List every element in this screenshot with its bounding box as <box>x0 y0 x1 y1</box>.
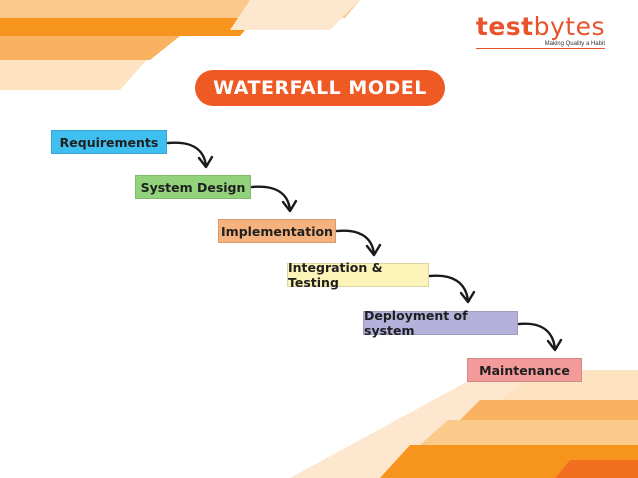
testbytes-logo: testbytes Making Quality a Habit <box>475 12 605 49</box>
step-deployment: Deployment of system <box>363 308 518 338</box>
step-implementation: Implementation <box>218 219 336 243</box>
step-label: System Design <box>140 179 246 195</box>
logo-word-bytes: bytes <box>533 12 605 41</box>
step-maintenance: Maintenance <box>467 358 582 382</box>
arrow-icon <box>517 322 563 352</box>
logo-word-test: test <box>475 12 534 41</box>
logo-underline <box>475 48 605 49</box>
arrow-icon <box>250 185 298 213</box>
step-label: Implementation <box>221 223 333 239</box>
logo-wordmark: testbytes <box>476 12 605 42</box>
step-label: Deployment of system <box>364 308 468 338</box>
step-system-design: System Design <box>135 175 251 199</box>
step-label: Integration & Testing <box>288 260 383 290</box>
step-label: Requirements <box>59 134 159 150</box>
arrow-icon <box>335 229 382 257</box>
arrow-icon <box>166 141 214 169</box>
step-label: Maintenance <box>479 362 570 378</box>
diagram-title: WATERFALL MODEL <box>195 70 445 106</box>
logo-tagline: Making Quality a Habit <box>544 41 605 47</box>
arrow-icon <box>428 274 476 304</box>
step-requirements: Requirements <box>51 130 167 154</box>
step-integration-testing: Integration & Testing <box>287 260 429 290</box>
